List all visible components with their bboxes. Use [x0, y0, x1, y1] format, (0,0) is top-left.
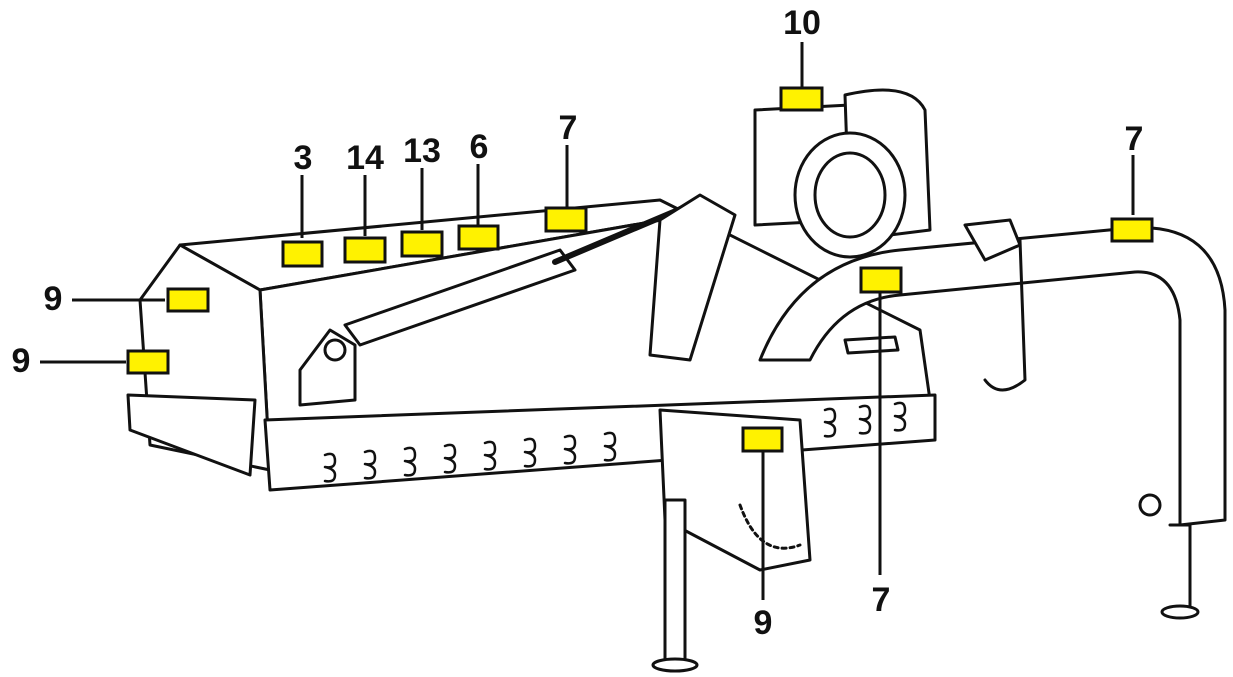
stand-leg	[663, 498, 687, 667]
label-box-7a	[544, 206, 588, 233]
label-boxes	[126, 86, 1154, 453]
callout-7-bottom: 7	[871, 581, 891, 619]
callout-14: 14	[346, 139, 384, 177]
callout-7-top-left: 7	[558, 109, 578, 147]
callout-9-lower: 9	[11, 342, 31, 380]
label-box-9c	[741, 426, 784, 453]
label-box-9a	[166, 287, 210, 313]
callout-9-upper: 9	[43, 280, 63, 318]
label-box-7b	[1110, 217, 1154, 243]
hitch-frame-upper	[758, 226, 1227, 527]
callout-7-top-right: 7	[1124, 120, 1144, 158]
callout-3: 3	[293, 139, 313, 177]
label-box-13	[400, 230, 444, 258]
callout-10: 10	[783, 4, 821, 42]
leader-lines	[40, 42, 1135, 600]
hitch-leg-right	[1168, 523, 1192, 612]
label-box-10	[779, 86, 824, 112]
label-box-3	[281, 240, 324, 268]
label-box-7c	[859, 266, 903, 294]
callout-9-bottom: 9	[753, 604, 773, 642]
chain	[738, 503, 802, 550]
skid-shoe	[126, 393, 257, 477]
label-box-9b	[126, 349, 170, 375]
pto-shaft	[793, 131, 907, 259]
hook	[983, 238, 1027, 392]
hydraulic-cylinder	[343, 248, 577, 347]
callout-6: 6	[469, 128, 489, 166]
label-box-6	[457, 224, 500, 251]
callout-13: 13	[403, 132, 441, 170]
label-box-14	[343, 236, 387, 264]
swing-arm	[648, 193, 737, 362]
